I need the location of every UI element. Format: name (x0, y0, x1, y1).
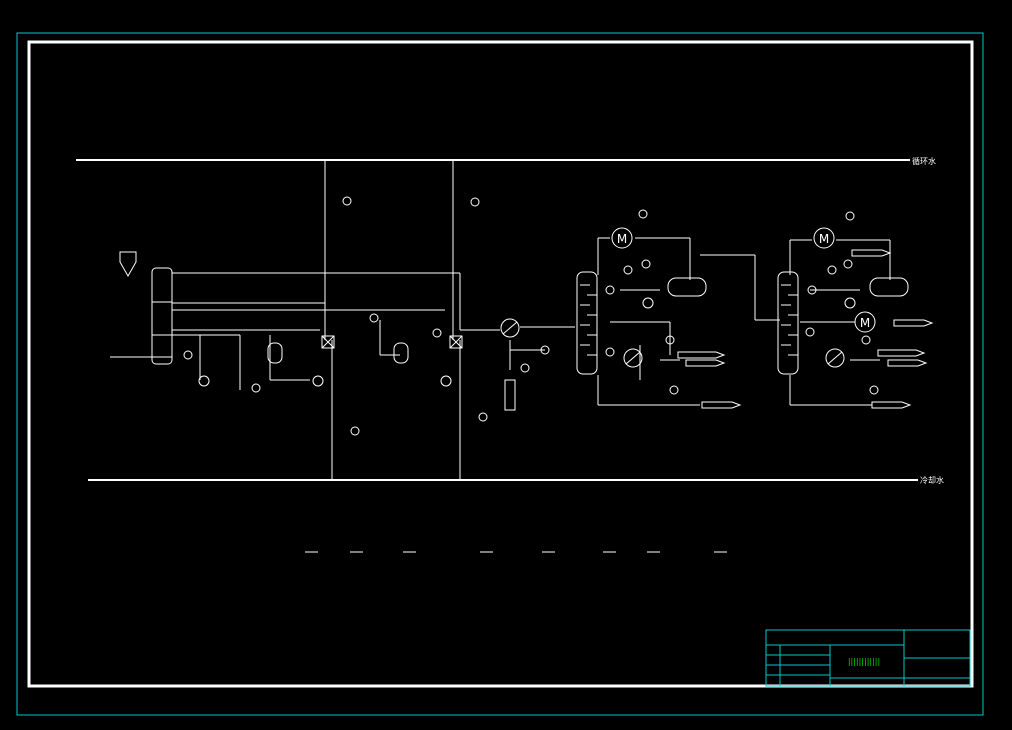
svg-text:M: M (819, 232, 829, 246)
inner-frame (27, 40, 974, 688)
outer-frame (16, 32, 984, 716)
return-line-label: 冷却水 (920, 475, 944, 485)
title-block (765, 629, 971, 687)
drawing-title: |||||||||||| (848, 657, 880, 666)
equipment: M M M (119, 227, 934, 411)
instruments (183, 196, 879, 436)
svg-text:M: M (617, 232, 627, 246)
piping (76, 159, 918, 481)
svg-text:M: M (860, 316, 870, 330)
header-line-label: 循环水 (912, 156, 936, 166)
